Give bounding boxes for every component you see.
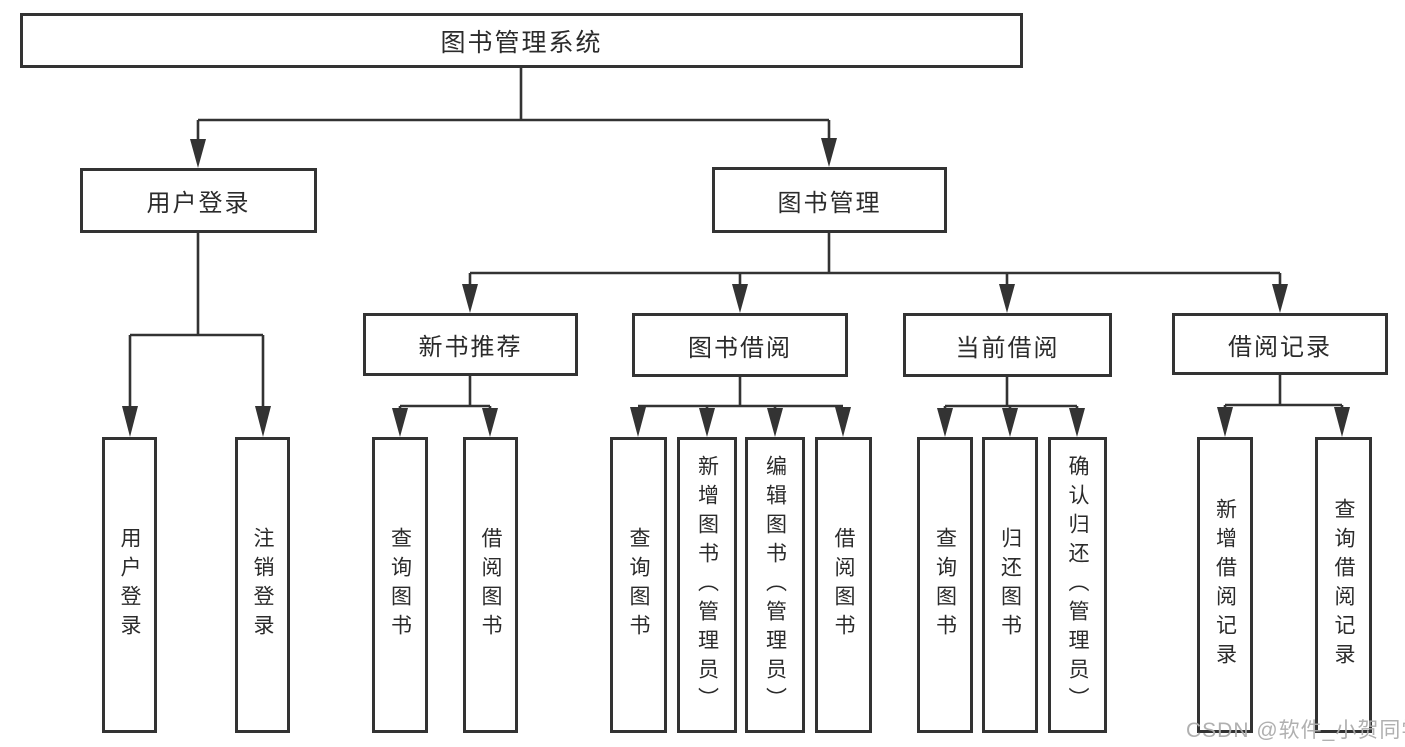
node-label: 用户登录: [146, 190, 251, 217]
connector-current-borrow-to-leaves: [937, 377, 1085, 437]
leaf-borrow-books: 借阅图书: [815, 437, 872, 733]
leaf-add-borrow-record: 新增借阅记录: [1197, 437, 1253, 733]
node-borrow-records: 借阅记录: [1172, 313, 1388, 375]
node-label: 借阅记录: [1228, 333, 1332, 361]
leaf-query-books-borrow: 查询图书: [610, 437, 667, 733]
node-label: 图书管理: [777, 189, 882, 217]
leaf-label: 归还图书: [998, 527, 1022, 643]
node-book-management: 图书管理: [712, 167, 947, 233]
leaf-query-books-current: 查询图书: [917, 437, 973, 733]
leaf-label: 借阅图书: [479, 527, 502, 643]
leaf-label: 用户登录: [118, 527, 141, 643]
connector-user-login-to-leaves: [122, 233, 271, 437]
leaf-confirm-return-admin: 确认归还（管理员）: [1048, 437, 1107, 733]
node-root: 图书管理系统: [20, 13, 1023, 68]
connector-book-borrow-to-leaves: [630, 377, 851, 437]
leaf-label: 新增图书（管理员）: [695, 454, 719, 716]
leaf-label: 确认归还（管理员）: [1066, 454, 1089, 716]
leaf-label: 查询借阅记录: [1332, 498, 1355, 672]
leaf-logout: 注销登录: [235, 437, 290, 733]
node-label: 图书借阅: [688, 334, 792, 362]
node-current-borrow: 当前借阅: [903, 313, 1112, 377]
connector-borrow-record-to-leaves: [1217, 375, 1350, 437]
node-root-label: 图书管理系统: [440, 28, 603, 57]
leaf-edit-book-admin: 编辑图书（管理员）: [745, 437, 805, 733]
node-user-login: 用户登录: [80, 168, 317, 233]
leaf-label: 借阅图书: [832, 527, 855, 643]
leaf-add-book-admin: 新增图书（管理员）: [677, 437, 737, 733]
leaf-label: 查询图书: [388, 527, 412, 643]
connector-new-book-to-leaves: [392, 376, 498, 437]
leaf-label: 查询图书: [933, 527, 957, 643]
node-book-borrow: 图书借阅: [632, 313, 848, 377]
leaf-label: 编辑图书（管理员）: [763, 454, 787, 716]
leaf-query-books-recommend: 查询图书: [372, 437, 428, 733]
leaf-label: 注销登录: [251, 527, 274, 643]
node-new-book-recommend: 新书推荐: [363, 313, 578, 376]
leaf-return-books: 归还图书: [982, 437, 1038, 733]
leaf-label: 查询图书: [627, 527, 650, 643]
leaf-label: 新增借阅记录: [1213, 498, 1237, 672]
node-label: 当前借阅: [955, 334, 1060, 362]
csdn-watermark: CSDN @软件_小贺同学: [1186, 719, 1405, 742]
connector-book-management-to-level3: [462, 233, 1288, 313]
node-label: 新书推荐: [418, 334, 523, 361]
leaf-borrow-books-recommend: 借阅图书: [463, 437, 518, 733]
leaf-query-borrow-record: 查询借阅记录: [1315, 437, 1372, 733]
connector-root-to-level2: [190, 68, 837, 168]
leaf-user-login: 用户登录: [102, 437, 157, 733]
